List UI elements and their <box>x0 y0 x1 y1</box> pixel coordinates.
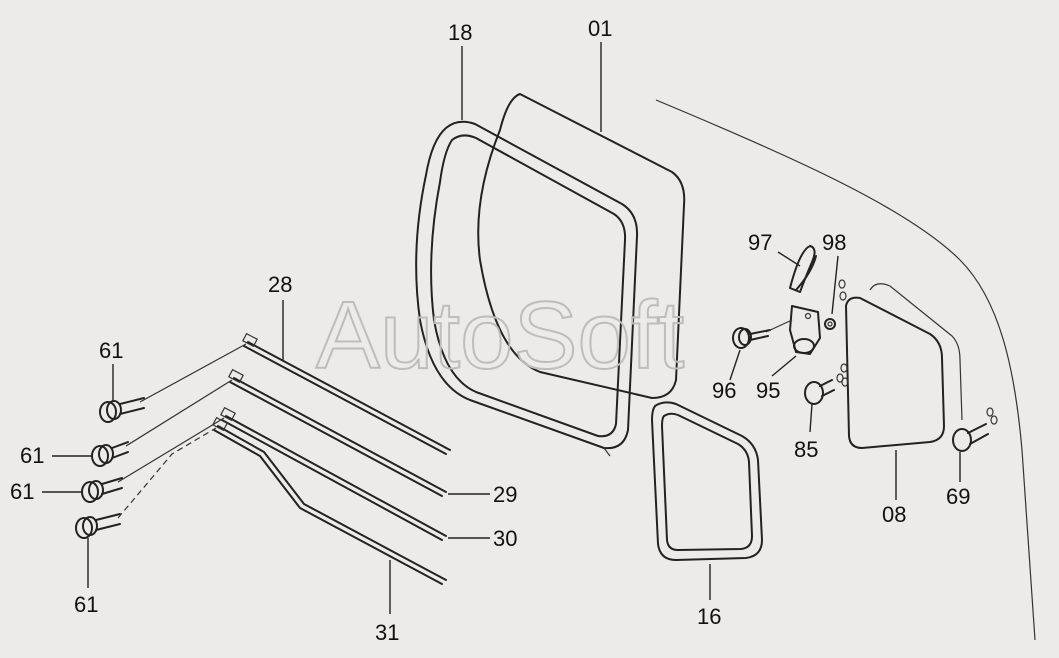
bolt-61-b <box>91 441 129 467</box>
rod-30 <box>220 406 447 541</box>
nut-98 <box>824 318 836 330</box>
bolt-61-d <box>75 513 121 539</box>
callout-61-c: 61 <box>10 479 34 504</box>
rod-28 <box>242 332 451 455</box>
callout-08: 08 <box>882 502 906 527</box>
bolt-61-a <box>99 397 145 423</box>
callout-97: 97 <box>748 230 772 255</box>
plug-85 <box>804 373 844 405</box>
callout-85: 85 <box>794 437 818 462</box>
cab-outline <box>655 99 1036 641</box>
callout-01: 01 <box>588 16 612 41</box>
glass-panel-01 <box>477 93 686 399</box>
callout-61-b: 61 <box>20 443 44 468</box>
callout-96: 96 <box>712 378 736 403</box>
alignment-lines <box>117 319 793 519</box>
callout-16: 16 <box>697 604 721 629</box>
callout-labels: 18 01 97 98 28 61 61 61 61 96 95 85 29 3… <box>10 16 970 645</box>
callout-98: 98 <box>822 230 846 255</box>
clip-97 <box>789 245 817 293</box>
rod-31 <box>212 416 447 585</box>
callout-30: 30 <box>493 526 517 551</box>
callout-61-a: 61 <box>99 338 123 363</box>
screw-96 <box>732 327 771 349</box>
callout-18: 18 <box>448 20 472 45</box>
watermark-text: AutoSoft <box>316 282 684 389</box>
leader-lines <box>42 42 961 614</box>
plug-69 <box>952 415 998 452</box>
bolt-61-c <box>81 477 123 503</box>
latch-95 <box>789 305 821 355</box>
weather-strip-18 <box>415 120 639 457</box>
side-glass-08 <box>845 283 963 449</box>
callout-95: 95 <box>756 378 780 403</box>
callout-31: 31 <box>375 620 399 645</box>
callout-29: 29 <box>493 482 517 507</box>
callout-61-d: 61 <box>74 592 98 617</box>
callout-28: 28 <box>268 272 292 297</box>
seal-16 <box>651 401 763 561</box>
mounting-holes <box>838 279 994 417</box>
rod-29 <box>228 368 447 497</box>
callout-69: 69 <box>946 484 970 509</box>
